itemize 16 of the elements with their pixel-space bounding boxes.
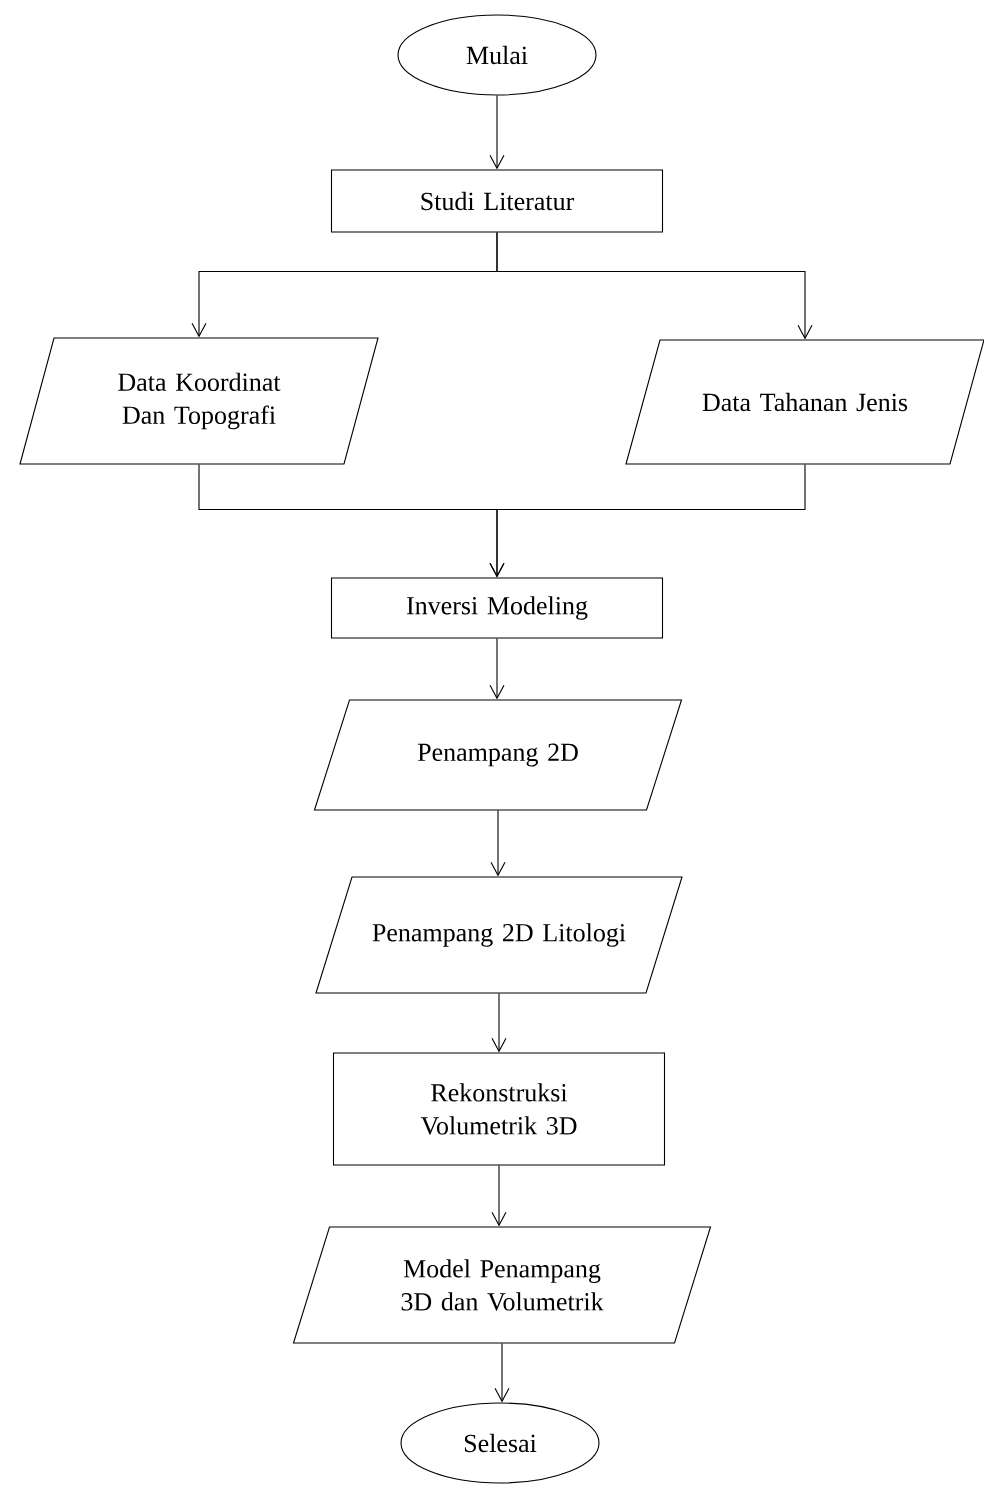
process-box: Rekonstruksi Volumetrik 3D	[332, 1052, 666, 1166]
process-box: Inversi Modeling	[330, 577, 664, 639]
arrow	[489, 95, 505, 170]
arrow	[491, 993, 507, 1053]
arrow	[491, 1165, 507, 1227]
data-parallelogram: Penampang 2D Litologi	[315, 876, 683, 994]
arrow	[489, 638, 505, 700]
process-box: Studi Literatur	[330, 169, 664, 233]
arrow	[494, 1343, 510, 1403]
arrow	[490, 810, 506, 877]
arrow	[496, 232, 813, 340]
data-parallelogram: Data Tahanan Jenis	[625, 339, 984, 465]
data-parallelogram: Model Penampang 3D dan Volumetrik	[292, 1226, 712, 1344]
data-parallelogram: Data Koordinat Dan Topografi	[19, 337, 379, 465]
data-parallelogram: Penampang 2D	[313, 699, 683, 811]
arrow	[489, 464, 806, 578]
